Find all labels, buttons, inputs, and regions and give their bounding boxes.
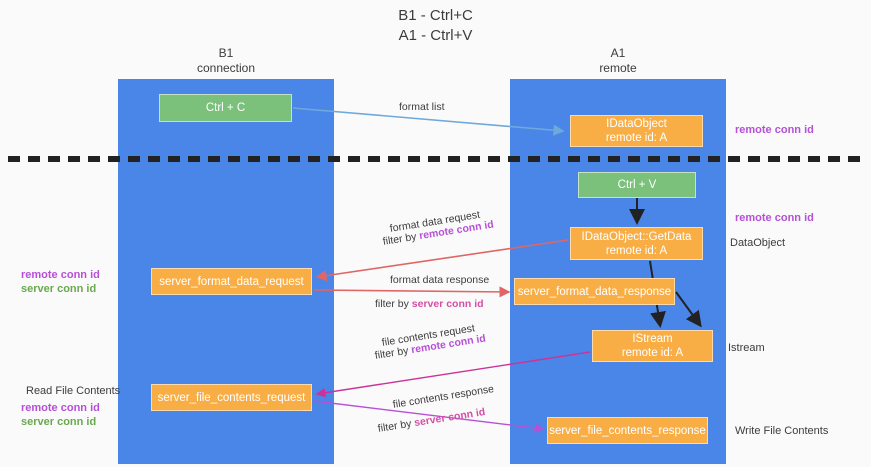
edge-label-format-list: format list xyxy=(399,101,445,113)
lane-header-a1: A1 remote xyxy=(599,46,637,75)
node-idataobject-title: IDataObject xyxy=(606,118,667,130)
annotation-left-server-conn-id-1: server conn id xyxy=(21,283,97,295)
edge-label-format-data-response: format data response xyxy=(390,274,490,286)
phase-divider xyxy=(8,156,863,162)
annotation-right-istream: Istream xyxy=(728,342,765,354)
annotation-left-server-conn-id-2: server conn id xyxy=(21,416,97,428)
arrow-response-to-istream xyxy=(675,291,702,328)
arrow-format-list xyxy=(292,107,565,136)
filter-key-server-conn-id: server conn id xyxy=(411,298,484,310)
node-server-file-contents-response[interactable]: server_file_contents_response xyxy=(547,417,708,444)
node-istream-subtitle: remote id: A xyxy=(621,347,684,359)
node-server-format-data-response-label: server_format_data_response xyxy=(517,285,672,298)
annotation-left-remote-conn-id-1: remote conn id xyxy=(21,269,100,281)
annotation-right-dataobject: DataObject xyxy=(730,237,786,249)
annotation-right-remote-conn-id-mid: remote conn id xyxy=(735,212,814,224)
node-server-format-data-request[interactable]: server_format_data_request xyxy=(151,268,312,295)
annotation-left-remote-conn-id-2: remote conn id xyxy=(21,402,100,414)
node-idataobject-getdata[interactable]: IDataObject::GetData remote id: A xyxy=(570,227,703,260)
node-server-file-contents-request-label: server_file_contents_request xyxy=(157,391,306,404)
node-getdata-title: IDataObject::GetData xyxy=(581,230,692,243)
edge-label-format-data-response-filter: filter by server conn id xyxy=(375,298,484,311)
arrow-format-data-request xyxy=(315,239,569,282)
lane-header-b1: B1 connection xyxy=(196,46,256,75)
arrow-file-contents-request xyxy=(315,351,591,398)
node-istream-title: IStream xyxy=(632,333,673,345)
node-server-format-data-request-label: server_format_data_request xyxy=(159,275,304,288)
node-idataobject[interactable]: IDataObject remote id: A xyxy=(570,115,703,147)
node-server-file-contents-response-label: server_file_contents_response xyxy=(549,424,706,437)
node-ctrl-v-label: Ctrl + V xyxy=(617,179,657,191)
node-getdata-subtitle: remote id: A xyxy=(605,244,668,257)
annotation-left-conn-ids-bottom: remote conn id server conn id xyxy=(21,401,100,429)
annotation-left-conn-ids-top: remote conn id server conn id xyxy=(21,268,100,296)
node-istream[interactable]: IStream remote id: A xyxy=(592,330,713,362)
arrow-format-data-response xyxy=(313,286,511,298)
annotation-right-remote-conn-id-top: remote conn id xyxy=(735,124,814,136)
annotation-right-write-file-contents: Write File Contents xyxy=(735,425,829,437)
node-server-file-contents-request[interactable]: server_file_contents_request xyxy=(151,384,312,411)
filter-prefix: filter by xyxy=(375,298,412,310)
arrow-file-contents-response xyxy=(313,400,545,433)
node-idataobject-subtitle: remote id: A xyxy=(605,132,668,144)
node-ctrl-v[interactable]: Ctrl + V xyxy=(578,172,696,198)
node-server-format-data-response[interactable]: server_format_data_response xyxy=(514,278,675,305)
node-ctrl-c-label: Ctrl + C xyxy=(205,102,246,114)
page-title: B1 - Ctrl+C A1 - Ctrl+V xyxy=(398,7,473,44)
node-ctrl-c[interactable]: Ctrl + C xyxy=(159,94,292,122)
annotation-left-read-file-contents: Read File Contents xyxy=(26,385,121,397)
